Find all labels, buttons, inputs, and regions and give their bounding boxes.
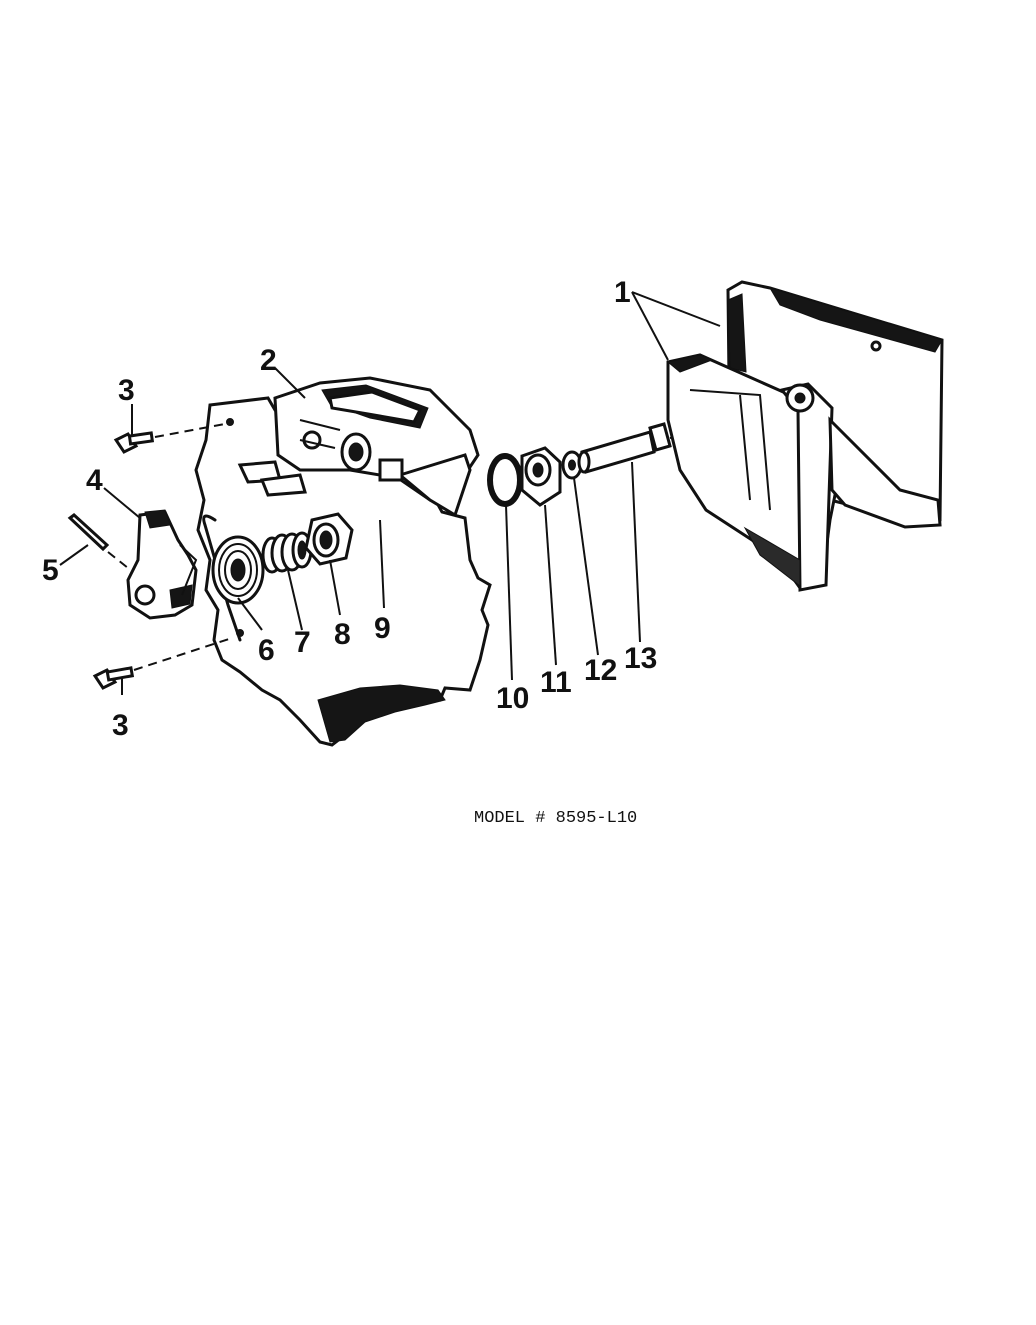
callout-10: 10: [496, 682, 529, 715]
callout-labels: 1 2 3 4 5 6 7 8 9 10 11 12 13 3: [42, 276, 657, 742]
hex-nut: [304, 512, 354, 566]
lever-bracket: [126, 509, 198, 620]
screw-top: [113, 423, 226, 454]
cover-assembly: [666, 280, 944, 592]
callout-8: 8: [334, 618, 351, 651]
callout-3-top: 3: [118, 374, 135, 407]
callout-1: 1: [614, 276, 631, 309]
washer-ring: [487, 453, 523, 507]
torsion-spring: [202, 514, 265, 642]
callout-12: 12: [584, 654, 617, 687]
leader-lines: [59, 291, 721, 695]
callout-3-bottom: 3: [112, 709, 129, 742]
bracket-assembly: [237, 376, 480, 518]
model-caption: MODEL # 8595-L10: [474, 809, 637, 828]
callout-6: 6: [258, 634, 275, 667]
hex-bushing: [520, 446, 562, 507]
callout-4: 4: [86, 464, 103, 497]
callout-7: 7: [294, 626, 311, 659]
callout-9: 9: [374, 612, 391, 645]
callout-11: 11: [540, 666, 572, 699]
screw-bottom: [92, 637, 233, 690]
callout-2: 2: [260, 344, 277, 377]
callout-13: 13: [624, 642, 657, 675]
coil-spring: [261, 531, 313, 574]
pin: [67, 513, 129, 569]
callout-5: 5: [42, 554, 59, 587]
